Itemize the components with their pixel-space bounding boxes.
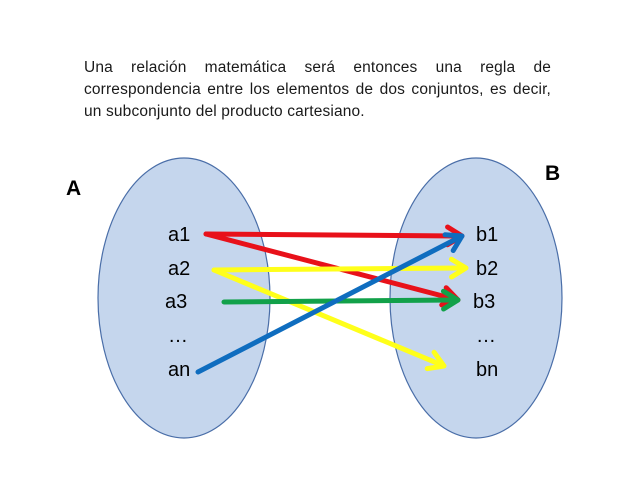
arrow-shaft: [195, 235, 461, 375]
arrow-shaft: [211, 265, 465, 273]
set-b-label: B: [545, 162, 561, 185]
arrow-head: [424, 349, 447, 372]
arrow-shaft: [211, 267, 443, 367]
set-a-element: an: [168, 359, 191, 381]
set-b-element: b3: [473, 291, 496, 313]
arrow-head: [448, 256, 469, 280]
definition-text: Una relación matemática será entonces un…: [84, 59, 551, 120]
set-b-element: bn: [476, 359, 499, 381]
set-a-label: A: [66, 177, 82, 200]
set-a-element: …: [168, 325, 188, 347]
relation-arrow-a2-bn: [211, 267, 447, 372]
arrow-head: [440, 288, 461, 312]
arrow-shaft: [203, 231, 457, 302]
relation-arrow-an-b1: [195, 232, 465, 375]
set-a-ellipse: [97, 157, 271, 439]
set-b-element: b2: [476, 258, 499, 280]
relation-arrows: [195, 224, 469, 375]
set-a-element: a2: [168, 258, 191, 280]
set-a-element: a1: [168, 224, 191, 246]
arrow-head: [442, 232, 465, 254]
set-b-element: …: [476, 325, 496, 347]
set-b-element: b1: [476, 224, 499, 246]
relation-arrow-a2-b2: [211, 256, 469, 280]
set-a-element: a3: [165, 291, 188, 313]
arrow-shaft: [203, 231, 461, 239]
